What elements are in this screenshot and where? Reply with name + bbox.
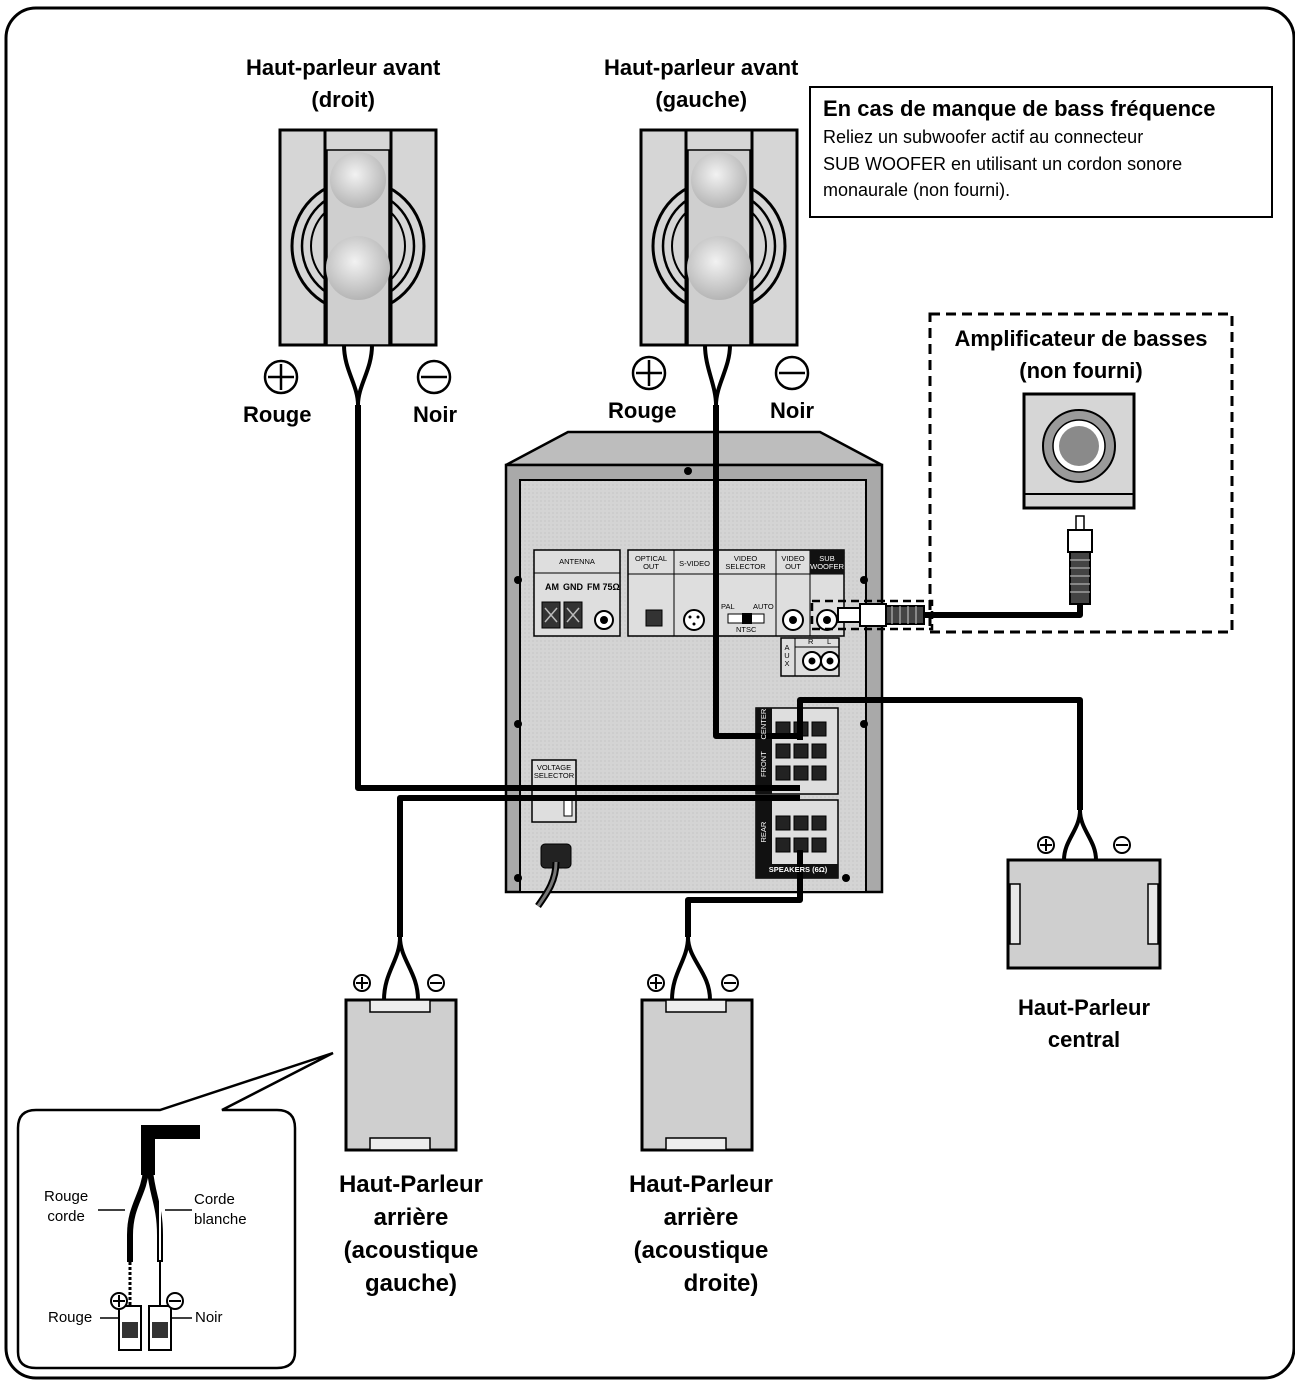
bass-note-body: Reliez un subwoofer actif au connecteur … <box>823 124 1259 204</box>
bass-note-box: En cas de manque de bass fréquence Relie… <box>809 86 1273 218</box>
polarity-symbols-front <box>263 355 810 395</box>
video-out-line: OUT <box>785 562 801 572</box>
center-speaker <box>1006 858 1162 970</box>
svideo-label: S-VIDEO <box>679 559 710 568</box>
wire-detail-inset <box>16 1051 334 1370</box>
rear-terminal-label: REAR <box>758 821 768 843</box>
pal-label: PAL <box>721 602 735 611</box>
speaker-wires <box>342 344 1098 1001</box>
rear-right-speaker <box>640 998 754 1152</box>
front-right-label: Haut-parleur avant (droit) <box>246 52 440 116</box>
rear-right-line: Haut-Parleur <box>628 1171 774 1198</box>
subwoofer-amp-title: Amplificateur de basses <box>954 326 1208 351</box>
video-selector-line: VIDEO <box>733 554 758 563</box>
inset-white-cord-line: Corde <box>194 1191 235 1208</box>
front-right-minus-label: Noir <box>413 402 457 427</box>
subwoofer-amp <box>1022 392 1136 605</box>
main-unit <box>504 430 884 909</box>
optical-label-line: OPTICAL <box>634 554 668 563</box>
am-label: AM <box>545 582 559 592</box>
center-speaker-label: Haut-Parleur central <box>1004 992 1164 1056</box>
voltage-selector-label: VOLTAGE SELECTOR <box>532 763 576 781</box>
front-left-plus-label: Rouge <box>608 398 677 423</box>
sub-woofer-line: WOOFER <box>810 562 844 572</box>
rear-right-label: Haut-Parleur arrière (acoustique droite) <box>616 1168 786 1300</box>
subwoofer-amp-label: Amplificateur de basses (non fourni) <box>935 323 1227 387</box>
bass-note-line: SUB WOOFER en utilisant un cordon sonore <box>823 153 1183 174</box>
front-right-speaker <box>278 128 438 347</box>
inset-red-cord-line: corde <box>47 1207 85 1225</box>
speakers-label: SPEAKERS (6Ω) <box>768 865 828 874</box>
inset-red-label: Rouge <box>48 1309 93 1326</box>
rear-right-line: droite) <box>683 1270 759 1298</box>
fm-label: FM 75Ω <box>587 582 620 592</box>
subwoofer-amp-subtitle: (non fourni) <box>1019 357 1143 383</box>
auto-label: AUTO <box>753 602 774 611</box>
front-left-label: Haut-parleur avant (gauche) <box>604 52 798 116</box>
rear-left-line: gauche) <box>364 1270 457 1298</box>
subwoofer-plug-unit <box>837 603 925 627</box>
rear-left-label: Haut-Parleur arrière (acoustique gauche) <box>326 1168 496 1300</box>
inset-white-cord-label: Corde blanche <box>194 1190 247 1229</box>
aux-label: AUX <box>784 643 790 668</box>
video-selector-label: VIDEO SELECTOR <box>715 554 776 572</box>
center-speaker-title: Haut-Parleur <box>1017 995 1151 1020</box>
bass-note-title: En cas de manque de bass fréquence <box>823 96 1216 121</box>
front-right-title: Haut-parleur avant <box>246 55 441 80</box>
inset-white-cord-line: blanche <box>194 1210 247 1228</box>
ntsc-label: NTSC <box>736 625 757 634</box>
center-speaker-subtitle: central <box>1047 1026 1121 1052</box>
inset-red-cord-line: Rouge <box>44 1188 89 1205</box>
page-frame <box>4 6 1295 1380</box>
polarity-symbols-small <box>353 836 1131 992</box>
front-right-plus-label: Rouge <box>243 402 312 427</box>
optical-out-label: OPTICAL OUT <box>628 554 674 572</box>
inset-red-cord-label: Rouge corde <box>44 1187 88 1226</box>
front-right-subtitle: (droit) <box>311 86 375 112</box>
aux-r-label: R <box>808 637 814 646</box>
front-terminal-label: FRONT <box>758 751 768 778</box>
video-out-label: VIDEO OUT <box>776 554 810 572</box>
bass-note-line: Reliez un subwoofer actif au connecteur <box>823 127 1144 147</box>
rear-left-line: (acoustique <box>343 1237 479 1265</box>
voltage-selector-line: SELECTOR <box>533 771 575 781</box>
sub-woofer-label: SUB WOOFER <box>810 554 844 572</box>
inset-black-label: Noir <box>195 1309 223 1326</box>
gnd-label: GND <box>563 582 583 592</box>
rear-right-line: arrière <box>663 1204 739 1232</box>
front-left-subtitle: (gauche) <box>655 86 748 112</box>
bass-note-line: monaurale (non fourni). <box>823 180 1011 201</box>
optical-label-line: OUT <box>643 562 659 572</box>
front-left-title: Haut-parleur avant <box>604 55 799 80</box>
video-selector-line: SELECTOR <box>725 562 766 572</box>
rear-left-speaker <box>344 998 458 1152</box>
video-out-line: VIDEO <box>781 554 805 563</box>
front-left-speaker <box>639 128 799 347</box>
rear-left-line: arrière <box>373 1204 449 1232</box>
center-terminal-label: CENTER <box>758 708 768 740</box>
antenna-label: ANTENNA <box>559 557 595 566</box>
sub-woofer-line: SUB <box>819 554 835 563</box>
rear-right-line: (acoustique <box>633 1237 769 1265</box>
aux-l-label: L <box>827 637 832 646</box>
subwoofer-amp-frame <box>928 312 1234 634</box>
front-left-minus-label: Noir <box>770 398 814 423</box>
rear-left-line: Haut-Parleur <box>338 1171 484 1198</box>
voltage-selector-line: VOLTAGE <box>536 763 572 772</box>
